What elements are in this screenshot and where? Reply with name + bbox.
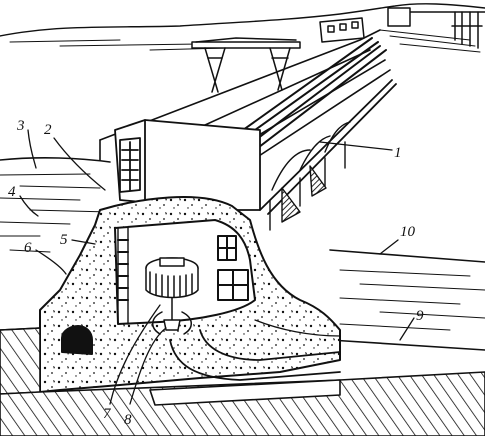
callout-3: 3: [16, 118, 25, 134]
powerhouse-block: [114, 119, 261, 211]
gantry-crane: [191, 37, 301, 93]
callout-4: 4: [8, 184, 16, 200]
callout-2: 2: [44, 122, 52, 138]
callout-labels: 1 2 3 4 5 6 7 8 9 10: [8, 118, 424, 428]
foundation-rock: [0, 327, 485, 436]
tailwater: [329, 249, 485, 351]
callout-7: 7: [103, 406, 112, 422]
generator-unit: [145, 257, 199, 335]
spillway-piers: [269, 121, 351, 231]
callout-10: 10: [400, 224, 416, 240]
callout-1: 1: [394, 145, 402, 161]
draft-tube: [169, 319, 341, 381]
callout-6: 6: [24, 240, 32, 256]
right-trestle: [387, 7, 485, 49]
callout-8: 8: [124, 412, 132, 428]
callout-9: 9: [416, 308, 424, 324]
distant-building: [319, 17, 365, 43]
reservoir-water: [0, 157, 111, 253]
callout-5: 5: [60, 232, 68, 248]
callout-lines: [19, 129, 415, 405]
far-hills: [0, 3, 485, 53]
